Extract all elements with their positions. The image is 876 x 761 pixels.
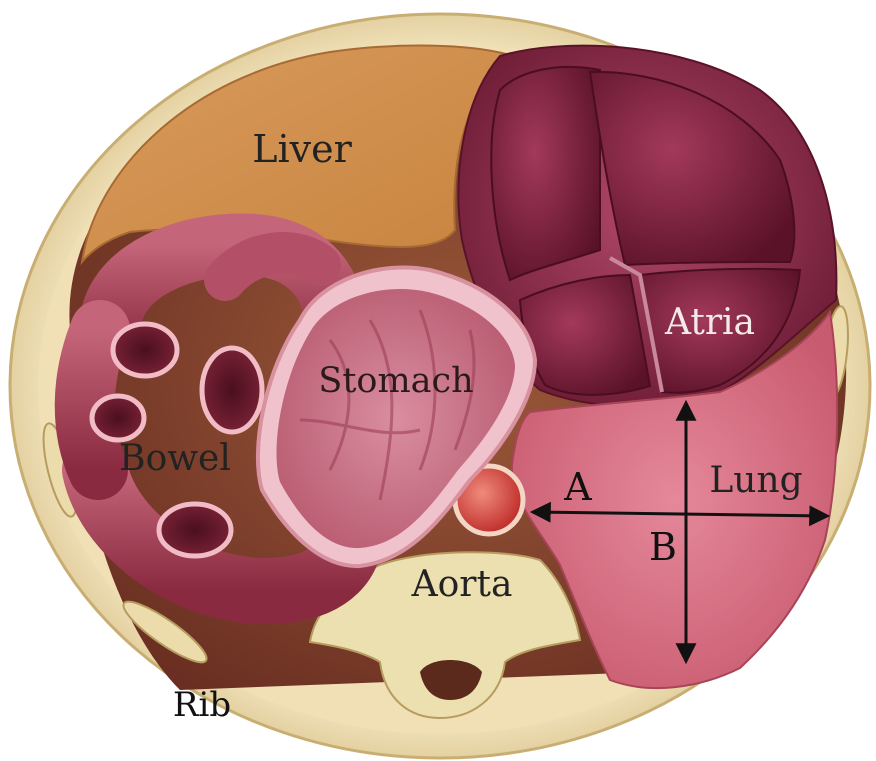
label-measure-a: A xyxy=(563,465,592,509)
label-bowel: Bowel xyxy=(119,438,231,479)
label-aorta: Aorta xyxy=(411,564,513,605)
label-stomach: Stomach xyxy=(318,361,473,401)
label-rib: Rib xyxy=(173,685,231,725)
label-liver: Liver xyxy=(252,127,352,171)
label-measure-b: B xyxy=(649,525,677,569)
label-lung: Lung xyxy=(709,460,802,501)
label-atria: Atria xyxy=(664,302,755,343)
